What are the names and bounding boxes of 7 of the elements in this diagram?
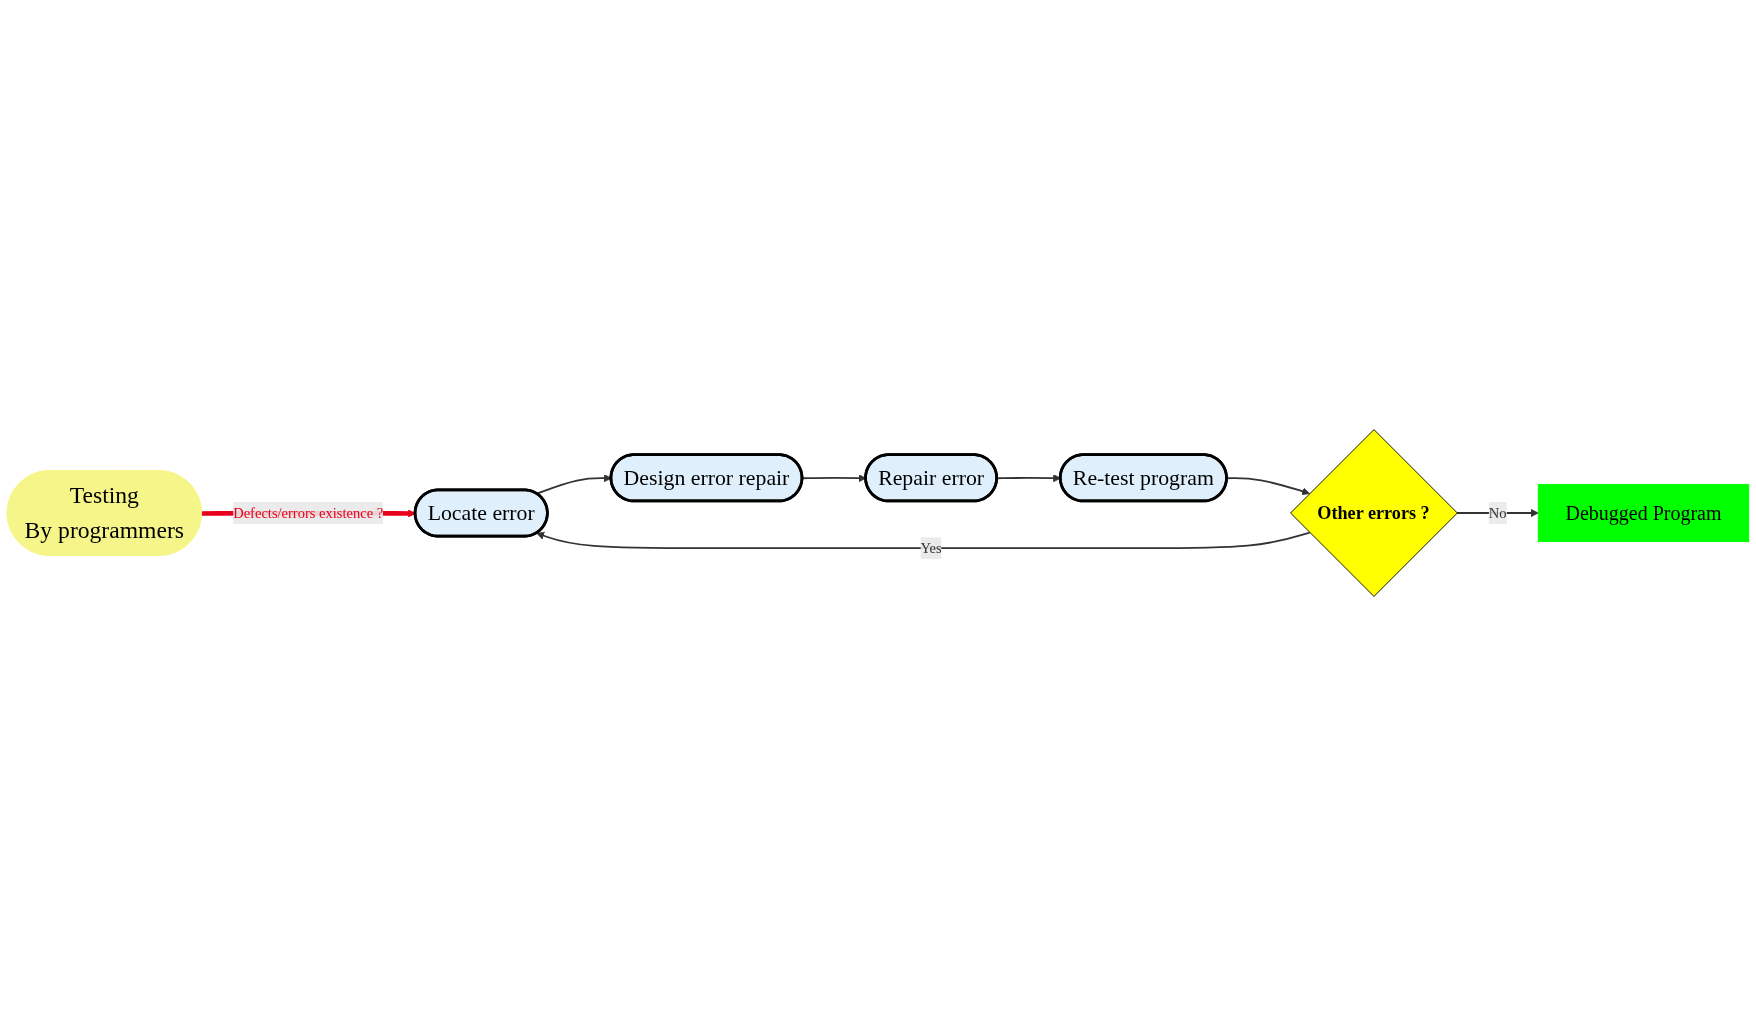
node-box: Debugged Program xyxy=(1537,483,1750,542)
arrow xyxy=(1226,476,1310,495)
edge-label: Defects/errors existence ? xyxy=(233,504,384,520)
node-diamond: Other errors ? xyxy=(1290,428,1458,597)
edge-label: Yes xyxy=(920,539,942,555)
arrow xyxy=(536,531,1311,549)
edge-label: No xyxy=(1488,504,1507,520)
